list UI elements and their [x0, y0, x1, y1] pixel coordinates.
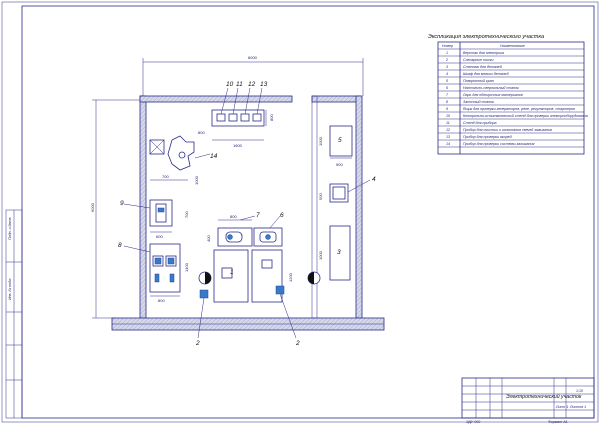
explication-row-name: Прибор для очистки и испытания свечей за…: [463, 128, 552, 132]
explication-row-name: Поворотный кран: [463, 79, 494, 83]
callout-7: 5: [338, 137, 342, 144]
explication-row-name: Прибор для проверки якорей: [463, 135, 512, 139]
svg-text:1000: 1000: [194, 175, 199, 185]
explication-row-num: 14: [446, 142, 450, 146]
equipment-4-cabinet: 4 500: [318, 176, 376, 203]
explication-row-name: Прибор для проверки системы зажигания: [463, 142, 534, 146]
explication-header-num: Номер: [442, 44, 453, 48]
vise-right: [275, 285, 285, 295]
explication-row-name: Верстак для электрика: [463, 51, 504, 55]
equipment-3-rack: 3 1000: [318, 225, 351, 281]
dim-text-total-width: 6000: [248, 55, 258, 60]
left-margin-stamp: Инв. № подл. Подп. и дата: [5, 209, 23, 419]
svg-text:500: 500: [336, 162, 343, 167]
dim-text-total-height: 6000: [90, 202, 95, 212]
explication-row-num: 4: [446, 72, 448, 76]
svg-text:1600: 1600: [233, 143, 243, 148]
dimension-total-height: 6000: [90, 99, 140, 319]
equipment-7-bin: 5 500 1000: [318, 125, 353, 167]
svg-text:600: 600: [156, 234, 163, 239]
explication-table: Экспликация электротехнического участка …: [428, 34, 588, 155]
title-block-format: Формат А1: [548, 420, 568, 424]
callout-2-right: 2: [295, 340, 300, 347]
equipment-5-crane: 6: [253, 212, 284, 247]
svg-text:700: 700: [162, 174, 169, 179]
title-block-sheet: Лист 1: [555, 405, 568, 409]
explication-row-num: 7: [446, 93, 449, 97]
title-block: Электротехнический участок 1:10 Лист 1 Л…: [461, 377, 595, 424]
title-block-code: ЭДУ 000: [466, 420, 480, 424]
explication-row-name: Контрольно-испытательный стенд для прове…: [463, 114, 588, 118]
wall-top-right: [311, 95, 361, 103]
svg-text:1200: 1200: [288, 272, 293, 282]
vise-left: [199, 289, 209, 299]
explication-row-num: 6: [446, 86, 448, 90]
svg-text:1400: 1400: [184, 262, 189, 272]
wall-right: [355, 95, 363, 319]
wall-top-left: [139, 95, 293, 103]
callout-10: 8: [118, 242, 122, 249]
equipment-1-workbench-right: 2 1200: [251, 249, 321, 347]
equipment-1-workbench-left: 1 2: [195, 249, 249, 347]
callout-1: 1: [230, 269, 234, 276]
margin-sign-label: Подп. и дата: [8, 218, 12, 241]
margin-inv-label: Инв. № подл.: [8, 278, 12, 300]
callout-8: 14: [210, 153, 218, 160]
equipment-9-box: 9 600 700: [120, 199, 189, 239]
explication-row-num: 9: [446, 107, 448, 111]
explication-row-name: Ларь для обтирочных материалов: [462, 93, 523, 97]
explication-row-num: 12: [446, 128, 450, 132]
explication-row-name: Заточный станок: [463, 100, 494, 104]
title-block-scale: 1:10: [576, 389, 583, 393]
svg-text:400: 400: [206, 235, 211, 242]
wall-partition: [311, 95, 318, 319]
svg-text:1000: 1000: [318, 136, 323, 146]
equipment-8-grinding-machine: 14 1000 700: [149, 135, 218, 185]
svg-text:800: 800: [158, 298, 165, 303]
callout-11: 13: [260, 81, 268, 88]
explication-row-name: Слесарные тиски: [463, 58, 493, 62]
explication-row-num: 3: [446, 65, 448, 69]
explication-row-num: 8: [446, 100, 448, 104]
svg-text:500: 500: [318, 193, 323, 200]
svg-text:1000: 1000: [318, 250, 323, 260]
equipment-10-test-stand: 8 800 1400: [118, 242, 189, 303]
callout-4: 4: [372, 176, 376, 183]
title-block-sheets: Листов 1: [569, 405, 586, 409]
callout-14: 12: [248, 81, 256, 88]
explication-header-name: Наименование: [500, 44, 525, 48]
svg-text:800: 800: [230, 214, 237, 219]
callout-12: 10: [226, 81, 234, 88]
sheet-inner-frame: [21, 5, 595, 419]
svg-text:700: 700: [184, 211, 189, 218]
explication-row-num: 2: [445, 58, 448, 62]
callout-9: 9: [120, 200, 124, 207]
svg-text:800: 800: [269, 114, 274, 121]
dimension-total-width: 6000: [142, 55, 364, 96]
explication-row-num: 1: [446, 51, 448, 55]
explication-row-num: 11: [446, 121, 450, 125]
explication-row-num: 13: [446, 135, 450, 139]
explication-row-name: Ящик для проверки генераторов, реле, рег…: [462, 107, 575, 111]
title-block-name: Электротехнический участок: [506, 393, 582, 400]
explication-title: Экспликация электротехнического участка: [428, 34, 544, 40]
explication-row-name: Настольно-сверлильный станок: [463, 86, 519, 90]
callout-13: 11: [236, 81, 243, 88]
callout-2-left: 2: [195, 340, 200, 347]
equipment-6-drilling-machine: 7 800 400: [206, 212, 260, 247]
svg-text:800: 800: [198, 130, 205, 135]
equipment-11-14-group: 10 11 12 13 1600 800 800: [198, 81, 274, 148]
callout-5: 6: [280, 212, 284, 219]
callout-6: 7: [256, 212, 260, 219]
explication-row-name: Шкаф для мелких деталей: [463, 72, 509, 76]
explication-row-name: Стенд для прибора: [463, 121, 496, 125]
explication-row-num: 5: [446, 79, 448, 83]
explication-row-num: 10: [446, 114, 450, 118]
callout-3: 3: [337, 249, 341, 256]
explication-row-name: Стеллаж для деталей: [463, 65, 502, 69]
